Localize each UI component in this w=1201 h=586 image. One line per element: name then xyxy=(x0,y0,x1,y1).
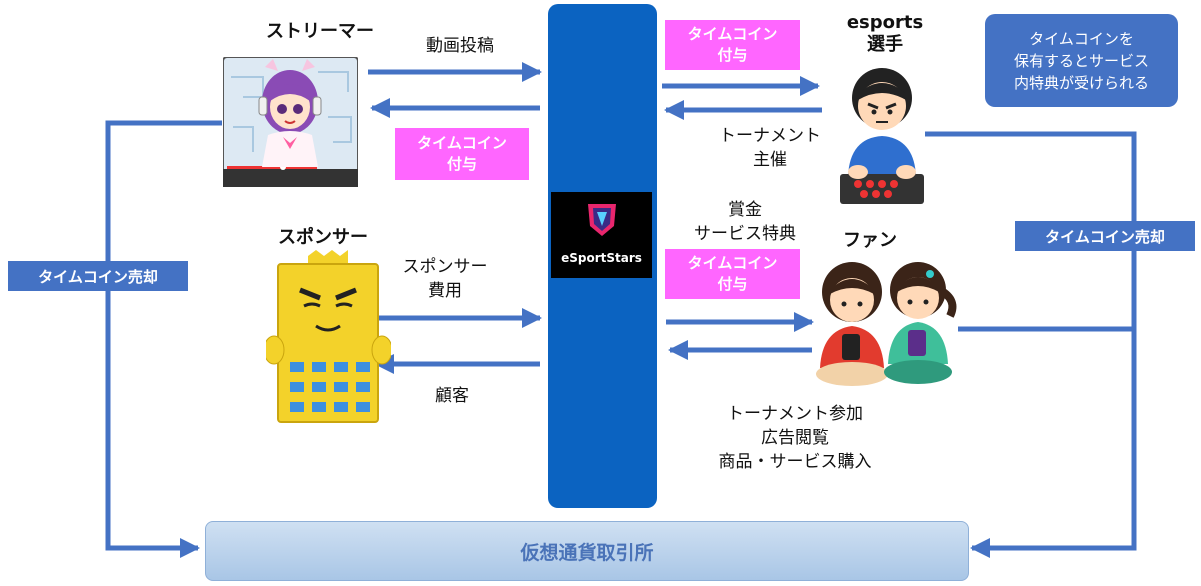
sponsor-fee-line-2: 費用 xyxy=(428,281,462,301)
exchange-label: 仮想通貨取引所 xyxy=(520,541,654,564)
badge-line-1: タイムコイン xyxy=(687,254,778,272)
fans-illustration xyxy=(816,262,957,386)
fan-title: ファン xyxy=(843,230,897,251)
prize-label: 賞金 サービス特典 xyxy=(670,198,820,246)
video-post-label: 動画投稿 xyxy=(426,36,494,56)
timecoin-grant-badge-fans: タイムコイン 付与 xyxy=(665,249,800,299)
sponsor-building-illustration xyxy=(266,250,391,423)
timecoin-grant-badge-player: タイムコイン 付与 xyxy=(665,20,800,70)
timecoin-sell-label-right: タイムコイン売却 xyxy=(1015,221,1195,251)
line-streamer-to-exchange xyxy=(105,120,222,558)
platform-name: eSportStars xyxy=(561,251,642,265)
prize-line-1: 賞金 xyxy=(728,200,762,220)
esports-player-illustration xyxy=(840,68,924,204)
sponsor-fee-line-1: スポンサー xyxy=(402,257,488,277)
prize-line-2: サービス特典 xyxy=(694,224,796,244)
streamer-title: ストリーマー xyxy=(266,21,374,42)
crypto-exchange-box: 仮想通貨取引所 xyxy=(205,521,969,581)
timecoin-grant-badge-streamer: タイムコイン 付与 xyxy=(395,128,529,180)
esportstars-logo: eSportStars xyxy=(551,192,652,278)
sponsor-title: スポンサー xyxy=(278,227,368,248)
benefit-note-box: タイムコインを 保有するとサービス 内特典が受けられる xyxy=(985,14,1178,107)
esportstars-logo-icon xyxy=(588,204,616,236)
tournament-host-line-1: トーナメント xyxy=(719,126,821,146)
fan-actions-line-1: トーナメント参加 xyxy=(727,404,863,424)
streamer-illustration xyxy=(223,57,358,187)
esports-player-title-line-1: esports xyxy=(846,12,924,33)
customers-label: 顧客 xyxy=(435,386,469,406)
fan-actions-line-2: 広告閲覧 xyxy=(761,428,829,448)
benefit-note-line-2: 保有するとサービス xyxy=(1013,51,1149,70)
badge-line-2: 付与 xyxy=(717,275,748,293)
badge-line-2: 付与 xyxy=(446,155,477,173)
badge-line-2: 付与 xyxy=(717,46,748,64)
sponsor-fee-label: スポンサー 費用 xyxy=(380,255,510,303)
timecoin-sell-label-left: タイムコイン売却 xyxy=(8,261,188,291)
badge-line-1: タイムコイン xyxy=(687,25,778,43)
esports-player-title-line-2: 選手 xyxy=(867,34,903,55)
esports-player-title: esports 選手 xyxy=(835,12,935,56)
badge-line-1: タイムコイン xyxy=(417,134,507,152)
line-player-to-exchange xyxy=(925,131,1137,558)
tournament-host-line-2: 主催 xyxy=(753,150,787,170)
benefit-note-line-1: タイムコインを xyxy=(1029,29,1134,48)
fan-actions-line-3: 商品・サービス購入 xyxy=(718,452,872,472)
fan-actions-label: トーナメント参加 広告閲覧 商品・サービス購入 xyxy=(700,402,890,474)
tournament-host-label: トーナメント 主催 xyxy=(700,124,840,172)
benefit-note-line-3: 内特典が受けられる xyxy=(1013,73,1149,92)
